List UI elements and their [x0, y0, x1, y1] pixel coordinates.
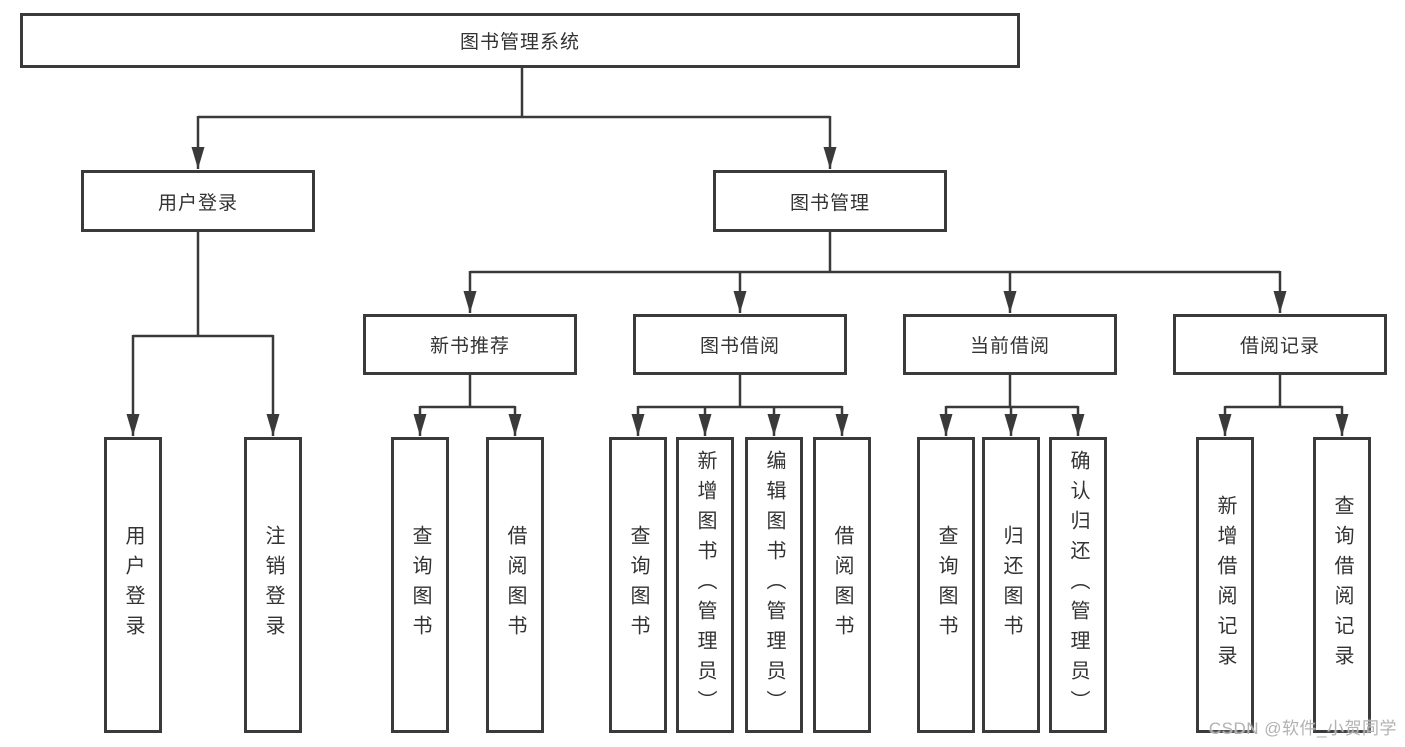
- node-label: 新增借阅记录: [1214, 495, 1236, 675]
- node-leaf-return-books: 归还图书: [982, 437, 1040, 733]
- node-label: 图书管理: [789, 192, 870, 214]
- node-leaf-query-borrow-record: 查询借阅记录: [1313, 437, 1371, 733]
- node-label: 编辑图书（管理员）: [763, 450, 785, 720]
- node-leaf-logout: 注销登录: [244, 437, 302, 733]
- csdn-watermark: CSDN @软件_小贺同学: [1208, 719, 1397, 738]
- node-label: 用户登录: [122, 525, 144, 645]
- node-label: 查询图书: [409, 525, 431, 645]
- node-book-management: 图书管理: [713, 170, 947, 232]
- node-label: 借阅图书: [831, 525, 853, 645]
- node-label: 查询借阅记录: [1331, 495, 1353, 675]
- node-leaf-query-books-current: 查询图书: [917, 437, 975, 733]
- node-label: 确认归还（管理员）: [1067, 450, 1089, 720]
- node-leaf-user-login: 用户登录: [104, 437, 162, 733]
- node-user-login: 用户登录: [81, 170, 315, 232]
- node-new-book-recommend: 新书推荐: [363, 314, 577, 375]
- node-label: 新书推荐: [429, 336, 510, 357]
- node-label: 图书管理系统: [459, 32, 580, 53]
- node-leaf-edit-books-admin: 编辑图书（管理员）: [745, 437, 803, 733]
- node-leaf-confirm-return-admin: 确认归还（管理员）: [1049, 437, 1107, 733]
- node-leaf-query-books-borrowing: 查询图书: [609, 437, 667, 733]
- node-label: 注销登录: [262, 525, 284, 645]
- node-book-borrowing: 图书借阅: [633, 314, 847, 375]
- node-label: 借阅记录: [1239, 336, 1320, 357]
- node-root: 图书管理系统: [20, 13, 1020, 68]
- node-label: 查询图书: [627, 525, 649, 645]
- node-borrowing-records: 借阅记录: [1173, 314, 1387, 375]
- node-label: 用户登录: [157, 192, 238, 214]
- node-leaf-borrow-books-recommend: 借阅图书: [486, 437, 544, 733]
- node-label: 借阅图书: [504, 525, 526, 645]
- node-label: 新增图书（管理员）: [694, 450, 716, 720]
- node-label: 图书借阅: [699, 336, 780, 357]
- node-leaf-query-books-recommend: 查询图书: [391, 437, 449, 733]
- node-current-borrowing: 当前借阅: [903, 314, 1117, 375]
- node-label: 归还图书: [1000, 525, 1022, 645]
- node-label: 查询图书: [935, 525, 957, 645]
- node-leaf-add-borrow-record: 新增借阅记录: [1196, 437, 1254, 733]
- node-leaf-borrow-books-borrowing: 借阅图书: [813, 437, 871, 733]
- node-label: 当前借阅: [969, 336, 1050, 357]
- node-leaf-add-books-admin: 新增图书（管理员）: [676, 437, 734, 733]
